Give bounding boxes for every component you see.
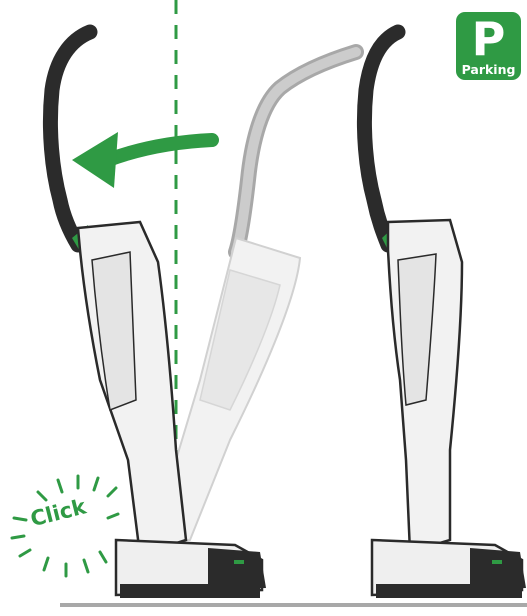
parking-icon: P — [471, 12, 506, 66]
parking-caption: Parking — [461, 62, 516, 77]
tilt-arrow-icon — [72, 132, 219, 188]
floor-line — [60, 603, 527, 607]
vacuum-ghost-icon — [148, 44, 364, 571]
vacuum-upright-icon — [42, 24, 266, 598]
click-burst-icon — [10, 474, 120, 578]
vacuum-parked-icon — [356, 24, 526, 598]
parking-badge: P Parking — [456, 12, 521, 80]
